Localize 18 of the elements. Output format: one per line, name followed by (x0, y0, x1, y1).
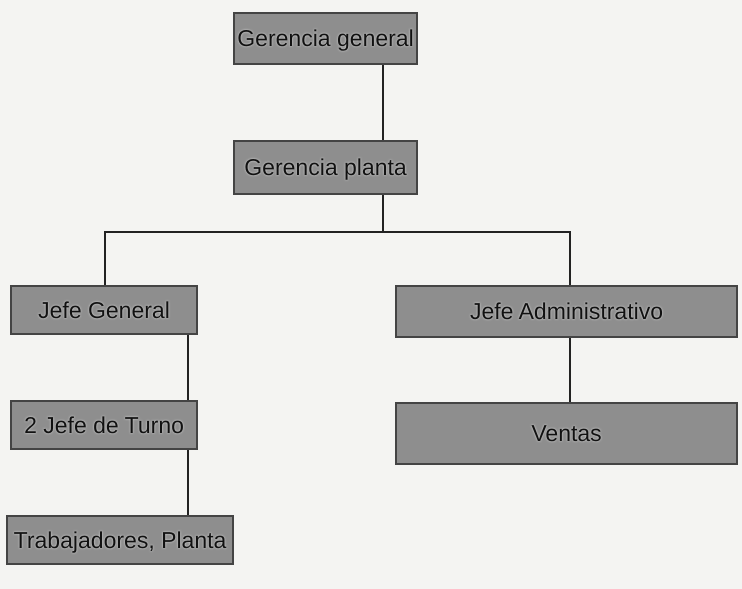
connector-line (569, 338, 571, 402)
org-box (6, 515, 234, 565)
org-box (10, 400, 198, 450)
connector-line (187, 450, 189, 515)
role-label: Gerencia planta (244, 154, 407, 181)
org-box (233, 140, 418, 195)
connector-line (382, 65, 384, 140)
role-label: Gerencia general (237, 25, 414, 52)
role-label: Ventas (531, 420, 602, 447)
role-label: Trabajadores, Planta (14, 526, 226, 554)
org-box (233, 12, 418, 65)
org-box (10, 285, 198, 335)
role-label: 2 Jefe de Turno (24, 412, 184, 438)
role-label: Jefe Administrativo (470, 298, 664, 325)
org-box (395, 402, 738, 465)
role-label: Jefe General (38, 296, 170, 324)
connector-line (187, 335, 189, 400)
org-box (395, 285, 738, 338)
